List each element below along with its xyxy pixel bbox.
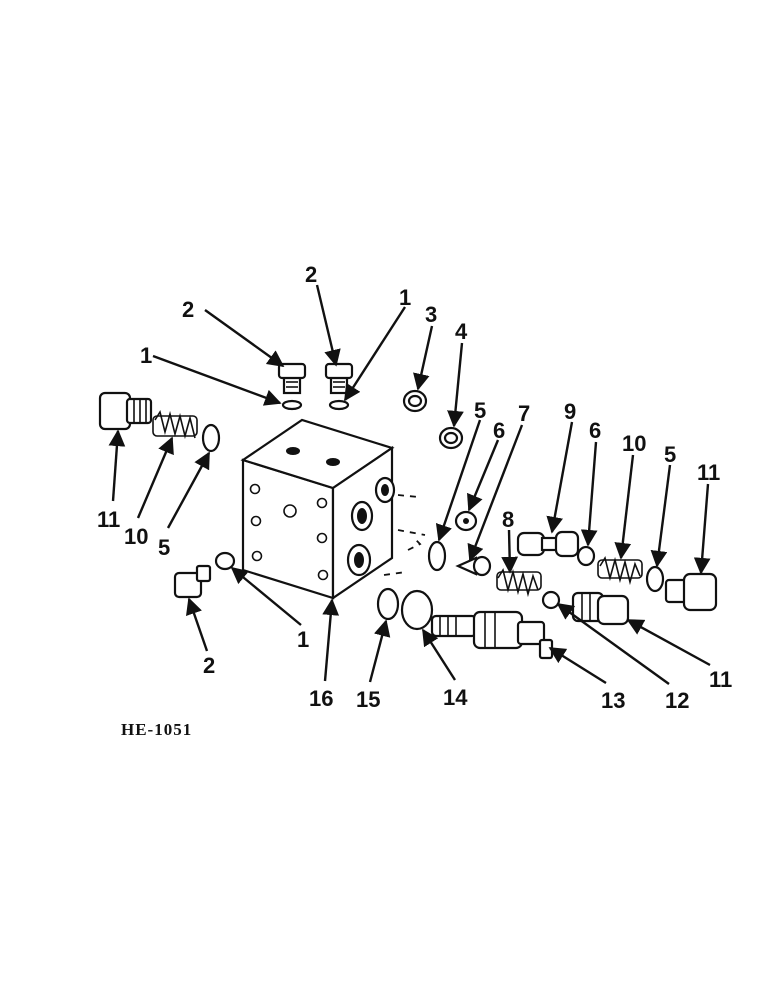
- plug-top-right: [324, 362, 354, 395]
- callout-5-right: 5: [664, 442, 676, 467]
- callout-16: 16: [309, 686, 333, 711]
- callout-2-bottom: 2: [203, 653, 215, 678]
- relief-cartridge-13: [430, 610, 554, 660]
- callout-8: 8: [502, 507, 514, 532]
- callout-2-top-left: 2: [182, 297, 194, 322]
- ring-15: [376, 587, 400, 621]
- callout-5-mid: 5: [474, 398, 486, 423]
- callout-13: 13: [601, 688, 625, 713]
- plug-11-right-high: [664, 572, 718, 612]
- spring-10-right: [597, 555, 643, 586]
- alignment-lines: [383, 494, 426, 576]
- callout-11-right-low: 11: [709, 667, 732, 692]
- spring-10-left: [152, 409, 198, 440]
- ring-5-right: [645, 565, 665, 593]
- callout-15: 15: [356, 687, 380, 712]
- callout-1-top-right: 1: [399, 285, 411, 310]
- seal-ring-bottom-left: [214, 551, 236, 571]
- plug-bottom-left: [173, 564, 212, 599]
- callout-3: 3: [425, 302, 437, 327]
- callout-7: 7: [518, 401, 530, 426]
- washer-12: [541, 590, 561, 610]
- washer-4: [438, 426, 464, 450]
- washer-3: [402, 389, 428, 413]
- callout-10-right: 10: [622, 431, 646, 456]
- callout-9: 9: [564, 399, 576, 424]
- callout-4: 4: [455, 319, 468, 344]
- ring-5-left: [201, 423, 221, 453]
- washer-6-right: [576, 545, 596, 567]
- callout-10-left: 10: [124, 524, 148, 549]
- callout-1-top-left: 1: [140, 343, 152, 368]
- washer-6-mid: [454, 510, 478, 532]
- callout-5-left: 5: [158, 535, 170, 560]
- drawing-code: HE-1051: [121, 720, 192, 739]
- spring-8: [496, 567, 542, 598]
- plug-top-left: [277, 362, 307, 395]
- callout-6-mid: 6: [493, 418, 505, 443]
- seal-ring-top-left: [281, 399, 303, 411]
- callout-labels: 1 2 2 1 3 4 11 10 5 2 1 16 15 14 13 12 1…: [97, 262, 732, 713]
- callout-14: 14: [443, 685, 468, 710]
- plug-11-left: [98, 391, 153, 431]
- seal-ring-top-right: [328, 399, 350, 411]
- callout-11-left: 11: [97, 507, 120, 532]
- poppet-7: [455, 555, 492, 577]
- spool-9: [516, 530, 580, 558]
- callout-6-right: 6: [589, 418, 601, 443]
- callout-12: 12: [665, 688, 689, 713]
- callout-2-top-right: 2: [305, 262, 317, 287]
- ring-5-mid: [427, 540, 447, 572]
- callout-1-bottom: 1: [297, 627, 309, 652]
- leader-lines: [108, 284, 711, 685]
- valve-body-block: [240, 418, 396, 601]
- ring-14: [400, 589, 434, 631]
- callout-11-right-high: 11: [697, 460, 720, 485]
